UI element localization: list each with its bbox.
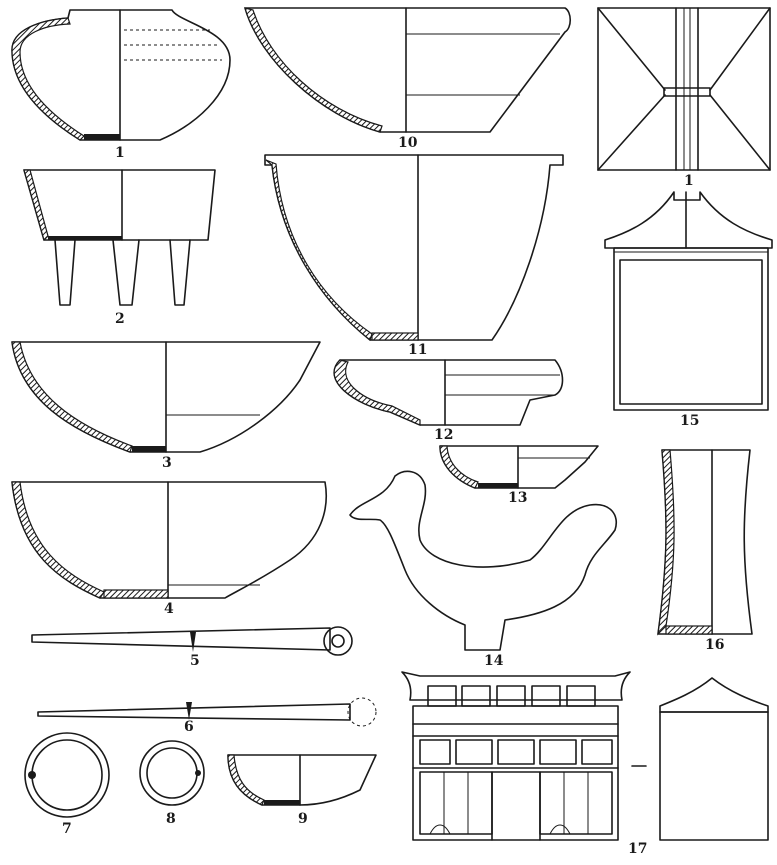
figure-number-11: 11 <box>408 342 428 358</box>
house-model-15 <box>597 7 773 411</box>
figurine-14-bird <box>349 470 617 651</box>
vessel-13-dish <box>439 445 599 489</box>
roof-tiles <box>427 685 596 707</box>
figure-number-6: 6 <box>184 719 194 735</box>
vessel-12-footed-plate <box>333 359 564 426</box>
figure-number-15-top-mark: 1 <box>684 173 694 189</box>
figure-number-4: 4 <box>164 601 174 617</box>
vessel-11-deep-basin <box>264 154 564 342</box>
vessel-9-cup <box>227 754 377 806</box>
figure-number-7: 7 <box>62 821 72 837</box>
figure-number-17: 17 <box>628 841 648 857</box>
figure-number-10: 10 <box>398 135 418 151</box>
figure-number-1: 1 <box>115 145 125 161</box>
figure-number-8: 8 <box>166 811 176 827</box>
building-model-17 <box>401 671 769 841</box>
tool-5-pin <box>31 626 353 656</box>
ring-8 <box>139 740 205 806</box>
figure-number-14: 14 <box>484 653 504 669</box>
figure-number-12: 12 <box>434 427 454 443</box>
figure-number-2: 2 <box>115 311 125 327</box>
vessel-10-basin <box>244 7 572 133</box>
figure-number-5: 5 <box>190 653 200 669</box>
figure-number-16: 16 <box>705 637 725 653</box>
figure-number-15: 15 <box>680 413 700 429</box>
figure-number-13: 13 <box>508 490 528 506</box>
vessel-16-cylinder <box>657 449 753 636</box>
figure-number-9: 9 <box>298 811 308 827</box>
ring-7 <box>24 732 110 818</box>
vessel-4-bowl <box>11 481 327 599</box>
tool-6-pin <box>37 697 377 727</box>
vessel-2-tripod <box>23 169 216 306</box>
figure-number-3: 3 <box>162 455 172 471</box>
vessel-1-jar <box>11 9 231 141</box>
vessel-3-bowl <box>11 341 321 453</box>
